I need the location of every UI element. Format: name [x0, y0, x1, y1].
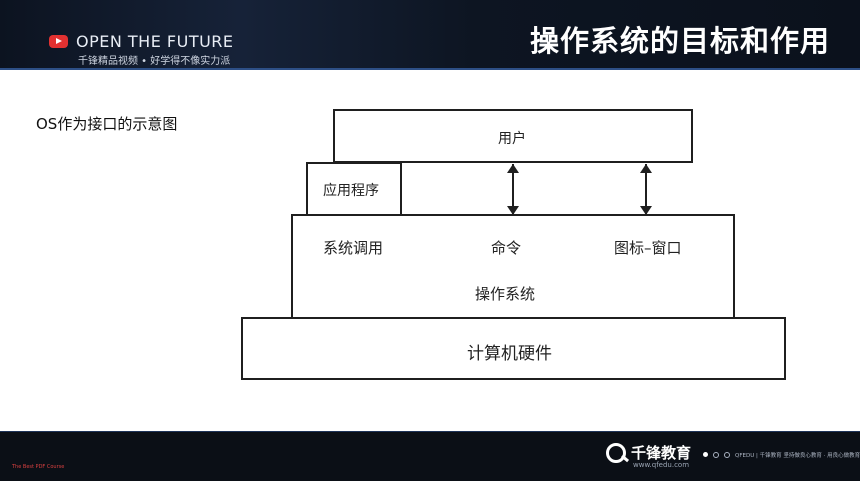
- os-item-syscall: 系统调用: [323, 239, 384, 257]
- brand-subtitle: 千锋精品视频 • 好学得不像实力派: [78, 56, 231, 67]
- footer-bar: [0, 431, 860, 481]
- app-box: [306, 162, 402, 216]
- footer-logo-url: www.qfedu.com: [633, 461, 690, 469]
- footer-dots: [703, 452, 730, 458]
- hardware-box-label: 计算机硬件: [467, 344, 552, 364]
- footer-logo-text: 千锋教育: [631, 444, 692, 462]
- play-icon: [49, 34, 68, 48]
- brand-row: OPEN THE FUTURE: [49, 31, 234, 51]
- brand-title: OPEN THE FUTURE: [76, 31, 234, 51]
- os-item-gui: 图标–窗口: [614, 239, 682, 257]
- header-bar: OPEN THE FUTURE 千锋精品视频 • 好学得不像实力派 操作系统的目…: [0, 0, 860, 70]
- diagram-caption: OS作为接口的示意图: [36, 115, 178, 133]
- user-box-label: 用户: [498, 131, 526, 147]
- qfedu-logo-icon: [606, 443, 626, 463]
- footer-slogan: QFEDU | 千锋教育 坚持做良心教育 · 用良心做教育: [735, 453, 860, 459]
- hardware-box: [241, 317, 786, 380]
- user-gui-arrow: [640, 164, 652, 215]
- dot-outline-icon: [713, 452, 719, 458]
- user-box: [333, 109, 693, 163]
- os-box-label: 操作系统: [475, 285, 536, 303]
- footer-tiny-text: The Best PDF Course: [12, 464, 65, 470]
- slide-title: 操作系统的目标和作用: [529, 24, 830, 58]
- dot-outline-icon: [724, 452, 730, 458]
- dot-icon: [703, 452, 708, 457]
- app-box-label: 应用程序: [323, 183, 379, 199]
- user-command-arrow: [507, 164, 519, 215]
- os-item-command: 命令: [491, 239, 522, 257]
